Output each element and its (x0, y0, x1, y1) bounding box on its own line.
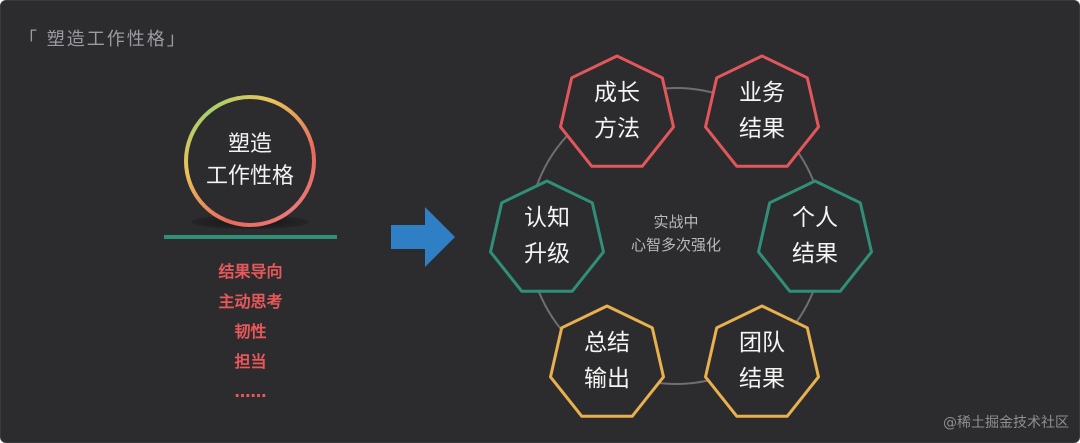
section-title: 「 塑造工作性格」 (19, 29, 187, 50)
cycle-center-text: 实战中 心智多次强化 (601, 211, 751, 257)
node-label-line2: 结果 (739, 116, 785, 142)
core-label-line1: 塑造 (227, 132, 272, 157)
node-label-line1: 成长 (594, 80, 640, 106)
core-circle: 塑造 工作性格 (188, 99, 312, 223)
node-heptagon-growth-method (559, 54, 675, 168)
core-divider (164, 235, 337, 239)
core-ring: 塑造 工作性格 (184, 95, 316, 227)
trait-list: 结果导向 主动思考 韧性 担当 …… (164, 257, 337, 407)
node-heptagon-summary-output (549, 304, 665, 418)
arrow-right-icon (391, 207, 455, 267)
node-label-line2: 输出 (584, 366, 630, 392)
center-line1: 实战中 (653, 213, 699, 231)
node-label-line2: 方法 (594, 116, 640, 142)
core-label-line2: 工作性格 (205, 164, 294, 189)
trait-item: 担当 (234, 352, 267, 371)
trait-item: …… (234, 382, 267, 401)
node-label-line2: 升级 (524, 241, 570, 267)
center-line2: 心智多次强化 (630, 236, 721, 254)
node-label-line1: 业务 (739, 80, 785, 106)
node-heptagon-business-result (704, 54, 820, 168)
trait-item: 结果导向 (218, 262, 283, 281)
node-summary-output: 总结 输出 (547, 325, 667, 397)
node-label-line1: 个人 (792, 205, 838, 231)
trait-item: 韧性 (234, 322, 267, 341)
node-label-line1: 总结 (584, 330, 630, 356)
node-cognition-upgrade: 认知 升级 (487, 200, 607, 272)
node-heptagon-personal-result (757, 179, 873, 293)
node-heptagon-cognition-upgrade (489, 179, 605, 293)
node-growth-method: 成长 方法 (557, 75, 677, 147)
node-heptagon-team-result (704, 304, 820, 418)
watermark: @稀土掘金技术社区 (943, 415, 1069, 431)
node-label-line2: 结果 (792, 241, 838, 267)
node-label-line1: 认知 (524, 205, 570, 231)
node-label-line1: 团队 (739, 330, 785, 356)
trait-item: 主动思考 (218, 292, 283, 311)
node-business-result: 业务 结果 (702, 75, 822, 147)
node-label-line2: 结果 (739, 366, 785, 392)
node-personal-result: 个人 结果 (755, 200, 875, 272)
node-team-result: 团队 结果 (702, 325, 822, 397)
